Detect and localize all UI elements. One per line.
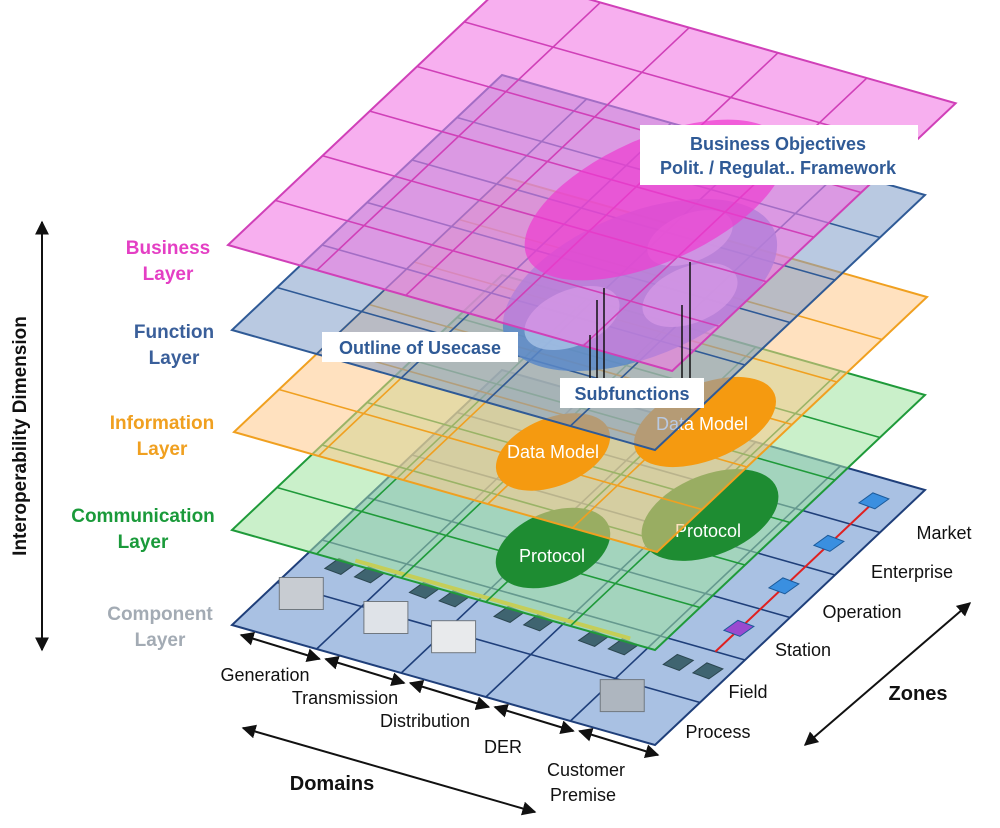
domain-customer: Customer xyxy=(547,760,625,780)
subfunctions-box xyxy=(560,378,704,408)
domains-title: Domains xyxy=(290,773,374,795)
domain-der: DER xyxy=(484,737,522,757)
power-asset-icon xyxy=(599,679,645,713)
business-layer-label: Business xyxy=(126,238,210,259)
domain-generation: Generation xyxy=(220,665,309,685)
zone-grid-line xyxy=(278,388,703,511)
domain-segment-arrow xyxy=(408,679,491,711)
communication-layer-label: Communication xyxy=(71,506,215,527)
communication-layer-label-2: Layer xyxy=(118,532,169,553)
station-device-icon xyxy=(722,619,755,637)
function-layer-label-2: Layer xyxy=(149,348,200,369)
protocol-label-2: Protocol xyxy=(675,521,741,541)
zone-server-icon xyxy=(767,577,800,595)
zone-operation: Operation xyxy=(822,602,901,622)
information-layer-label: Information xyxy=(110,413,215,434)
zone-server-icon xyxy=(857,492,890,510)
domain-segment-arrow xyxy=(324,655,406,687)
zone-process: Process xyxy=(685,722,750,742)
component-layer-label: Component xyxy=(107,604,213,625)
power-asset-icon xyxy=(363,601,409,634)
connector-lines xyxy=(589,262,691,378)
domain-segment-arrow xyxy=(578,727,660,759)
domain-premise: Premise xyxy=(550,785,616,805)
data-model-label-1: Data Model xyxy=(507,442,599,462)
outline-usecase-box xyxy=(322,332,518,362)
function-layer-label: Function xyxy=(134,322,214,343)
component-layer-label-2: Layer xyxy=(135,630,186,651)
layer-labels: Business Layer Function Layer Informatio… xyxy=(71,238,215,651)
interoperability-axis-label: Interoperability Dimension xyxy=(10,316,31,556)
zone-grid-line xyxy=(276,486,701,609)
business-layer-label-2: Layer xyxy=(143,264,194,285)
component-device-icon xyxy=(662,653,695,672)
domain-transmission: Transmission xyxy=(292,688,398,708)
protocol-label-1: Protocol xyxy=(519,546,585,566)
zone-market: Market xyxy=(916,523,971,543)
domains-axis-arrow xyxy=(241,724,537,816)
zone-field: Field xyxy=(728,682,767,702)
subfunctions-label: Subfunctions xyxy=(575,384,690,404)
zone-server-icon xyxy=(812,534,845,552)
data-model-ellipse-1 xyxy=(495,413,611,491)
power-asset-icon xyxy=(431,620,477,654)
power-asset-icon xyxy=(278,577,324,610)
zones-axis-arrow xyxy=(803,602,972,746)
zone-grid-line xyxy=(275,199,720,328)
regulatory-framework-label: Polit. / Regulat.. Framework xyxy=(660,158,897,178)
domain-arrows xyxy=(239,631,660,759)
zone-station: Station xyxy=(775,640,831,660)
component-device-icon xyxy=(691,662,724,680)
outline-usecase-label: Outline of Usecase xyxy=(339,338,501,358)
domain-segment-arrow xyxy=(493,703,575,735)
business-objectives-label: Business Objectives xyxy=(690,134,866,154)
information-layer-label-2: Layer xyxy=(137,439,188,460)
zones-title: Zones xyxy=(889,683,948,705)
business-objectives-box xyxy=(640,125,918,185)
domain-segment-arrow xyxy=(239,631,321,663)
domain-distribution: Distribution xyxy=(380,711,470,731)
zone-enterprise: Enterprise xyxy=(871,562,953,582)
